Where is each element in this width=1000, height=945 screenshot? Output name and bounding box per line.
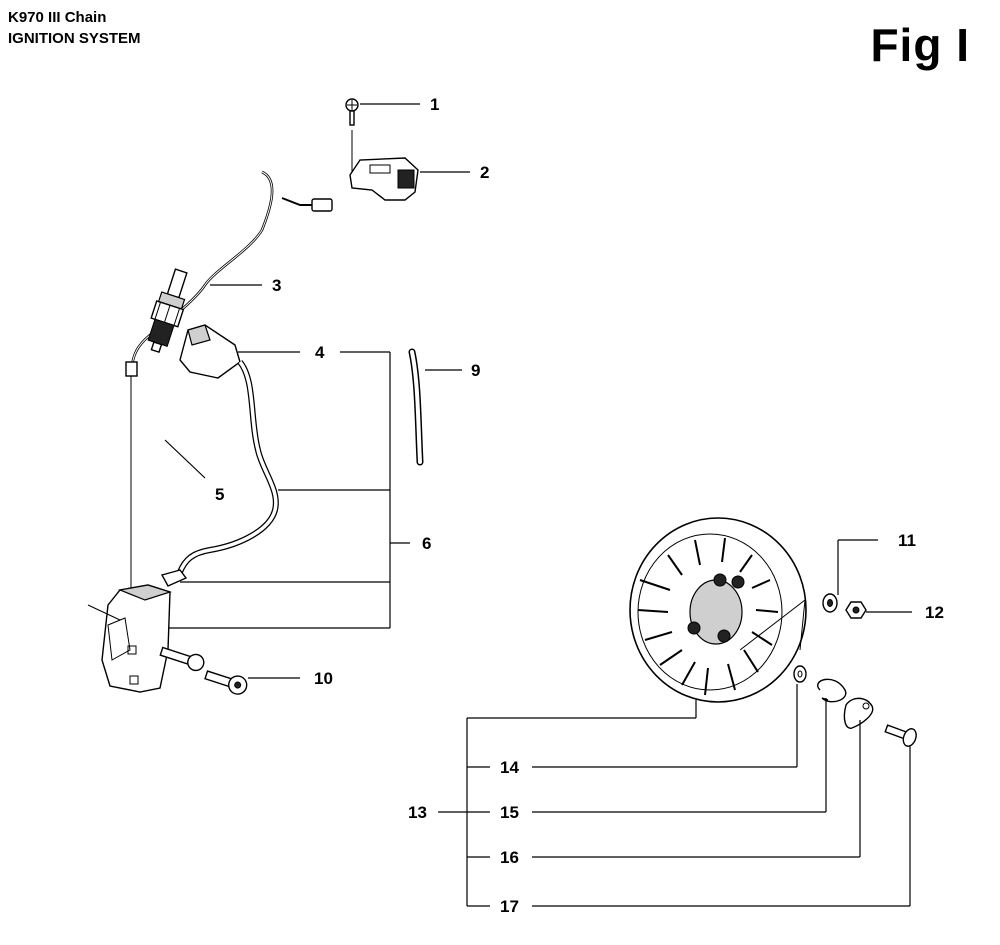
part-hose	[408, 348, 424, 466]
callout-10: 10	[314, 669, 333, 688]
part-washer-small	[793, 665, 807, 683]
model-title: K970 III Chain	[8, 9, 107, 26]
callout-5: 5	[215, 485, 224, 504]
part-pawl	[843, 697, 874, 729]
bracket-13	[438, 700, 697, 906]
part-pawl-screw	[884, 724, 917, 747]
part-flywheel	[629, 517, 807, 703]
part-washer	[822, 593, 838, 613]
part-switch-module	[349, 130, 419, 201]
part-ignition-module	[87, 569, 188, 693]
callout-15: 15	[500, 803, 519, 822]
callout-4: 4	[315, 343, 325, 362]
part-screw-top	[345, 98, 359, 126]
part-plug-cap	[177, 324, 279, 574]
callout-14: 14	[500, 758, 519, 777]
callout-1: 1	[430, 95, 439, 114]
part-spark-plug	[147, 268, 188, 354]
callout-3: 3	[272, 276, 281, 295]
callout-2: 2	[480, 163, 489, 182]
callout-17: 17	[500, 897, 519, 916]
leaders-14-17	[467, 684, 911, 907]
callout-13: 13	[408, 803, 427, 822]
part-module-screws	[159, 646, 248, 695]
system-title: IGNITION SYSTEM	[8, 30, 141, 47]
part-nut	[845, 601, 867, 619]
callout-9: 9	[471, 361, 480, 380]
part-stop-wire	[125, 170, 333, 600]
bracket-6	[168, 352, 410, 629]
callout-6: 6	[422, 534, 431, 553]
leader-5	[164, 439, 206, 479]
figure-label: Fig I	[870, 19, 970, 71]
callout-12: 12	[925, 603, 944, 622]
callout-16: 16	[500, 848, 519, 867]
callout-11: 11	[898, 531, 916, 550]
part-spring	[817, 678, 847, 703]
